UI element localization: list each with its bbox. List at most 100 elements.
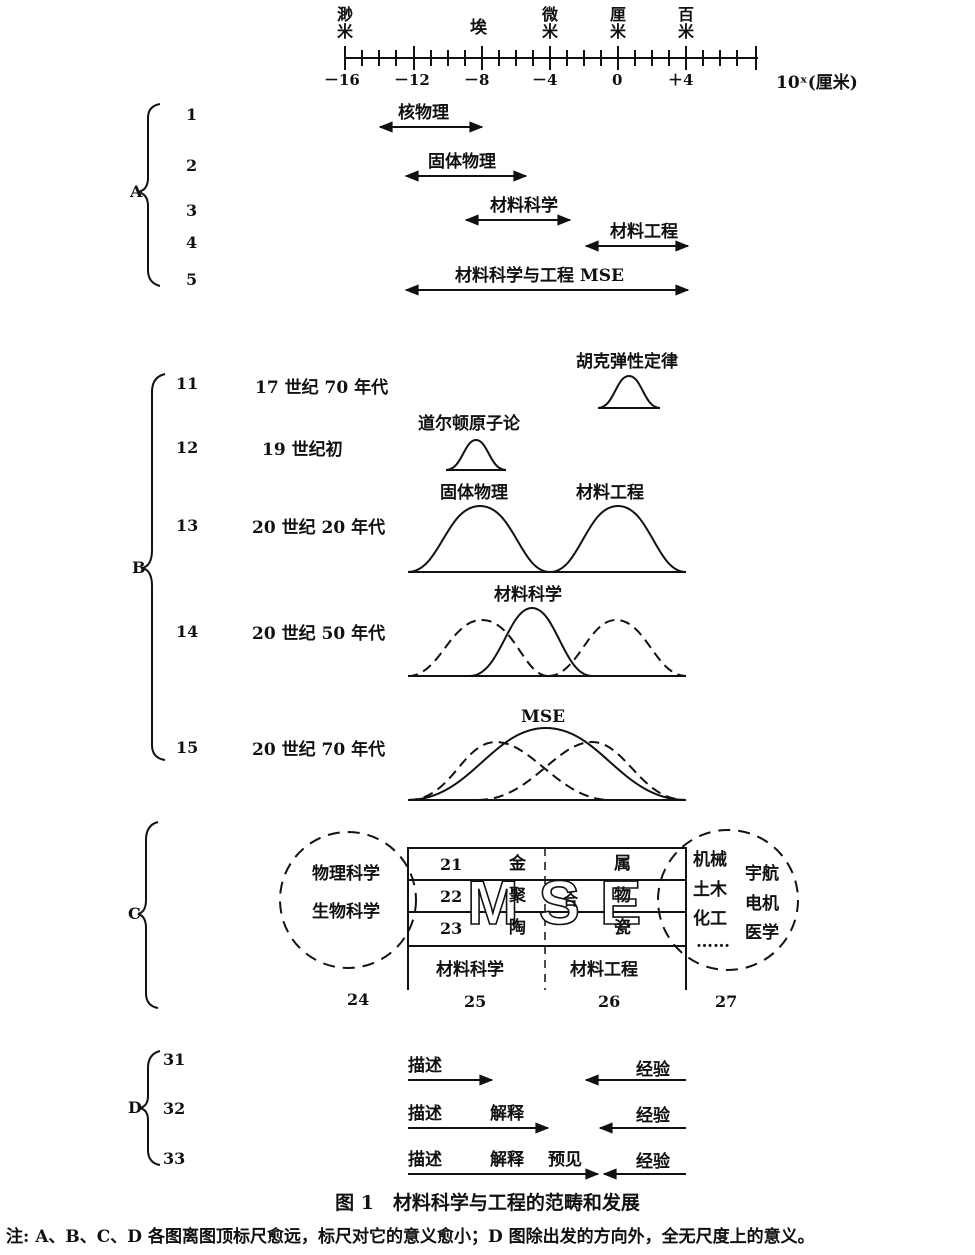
- col-num-26: 26: [598, 992, 621, 1011]
- brace-c: [137, 821, 159, 1009]
- prefix-hecto: 百米: [677, 5, 694, 41]
- tick-neg12: －12: [394, 71, 430, 89]
- brace-b: [141, 373, 166, 761]
- col-num-24: 24: [347, 990, 370, 1009]
- row-num-5: 5: [186, 270, 198, 289]
- figure-note: 注: A、B、C、D 各图离图顶标尺愈远，标尺对它的意义愈小；D 图除出发的方向…: [6, 1227, 815, 1247]
- tick-0: 0: [612, 71, 623, 89]
- circle-right: [657, 829, 799, 971]
- col-num-25: 25: [464, 992, 487, 1011]
- figure-caption: 图 1 材料科学与工程的范畴和发展: [335, 1192, 640, 1214]
- material-polymer-2: 物: [614, 886, 631, 906]
- curve-mse-1970s: [407, 726, 687, 801]
- era-1970s: 20 世纪 70 年代: [252, 740, 386, 760]
- row-num-12: 12: [176, 438, 199, 457]
- material-metal-1: 金: [509, 854, 526, 874]
- row-num-32: 32: [163, 1099, 186, 1118]
- label-materials-eng-1920s: 材料工程: [576, 483, 644, 503]
- mse-box: [407, 847, 687, 947]
- label-describe-31: 描述: [408, 1056, 442, 1076]
- section-c-label: C: [128, 904, 141, 923]
- material-ceramic-1: 陶: [509, 918, 526, 938]
- tick-neg16: －16: [324, 71, 360, 89]
- label-c-materials-science: 材料科学: [436, 960, 504, 980]
- tick-neg4: －4: [532, 71, 558, 89]
- tick-pos4: ＋4: [668, 71, 694, 89]
- material-metal-2: 属: [614, 854, 631, 874]
- era-1920s: 20 世纪 20 年代: [252, 518, 386, 538]
- label-experience-33: 经验: [636, 1152, 670, 1172]
- label-hooke-law: 胡克弹性定律: [576, 352, 678, 372]
- era-early-1800s: 19 世纪初: [262, 440, 343, 460]
- curve-solid-state-1970s: [407, 740, 611, 801]
- section-b-label: B: [132, 558, 146, 577]
- curve-materials-science-1950s: [469, 606, 593, 677]
- row-num-33: 33: [163, 1149, 186, 1168]
- curve-materials-eng-1920s: [549, 504, 687, 573]
- label-biological-science: 生物科学: [312, 902, 380, 922]
- field-chemical: 化工: [693, 909, 727, 929]
- label-describe-33: 描述: [408, 1150, 442, 1170]
- curve-hooke: [597, 374, 661, 409]
- prefix-angstrom: 埃: [470, 18, 487, 38]
- circle-left: [279, 831, 417, 969]
- scale-unit: 10ˣ(厘米): [776, 73, 858, 93]
- label-explain-32: 解释: [490, 1104, 524, 1124]
- label-predict-33: 预见: [548, 1150, 582, 1170]
- row-num-22: 22: [440, 887, 463, 906]
- era-1670s: 17 世纪 70 年代: [255, 378, 389, 398]
- material-composite: 合: [563, 891, 579, 909]
- field-ellipsis: ……: [696, 932, 730, 952]
- curve-dalton: [445, 438, 507, 471]
- row-num-3: 3: [186, 201, 198, 220]
- field-civil: 土木: [693, 880, 727, 900]
- row-num-15: 15: [176, 738, 199, 757]
- label-mse-1970s: MSE: [521, 707, 566, 727]
- row-num-11: 11: [176, 374, 199, 393]
- label-mse: 材料科学与工程 MSE: [455, 266, 624, 286]
- label-materials-science-1950s: 材料科学: [494, 585, 562, 605]
- field-electrical: 电机: [745, 894, 779, 914]
- label-experience-31: 经验: [636, 1060, 670, 1080]
- tick-neg8: －8: [464, 71, 490, 89]
- row-num-31: 31: [163, 1050, 186, 1069]
- label-dalton-atomic-theory: 道尔顿原子论: [418, 414, 520, 434]
- brace-a: [137, 103, 161, 287]
- curve-solid-state-1950s: [407, 618, 549, 677]
- prefix-centi: 厘米: [609, 5, 626, 41]
- label-describe-32: 描述: [408, 1104, 442, 1124]
- field-mechanical: 机械: [693, 850, 727, 870]
- material-polymer-1: 聚: [509, 886, 526, 906]
- row-num-4: 4: [186, 233, 198, 252]
- row-num-14: 14: [176, 622, 199, 641]
- material-ceramic-2: 瓷: [614, 918, 631, 938]
- era-1950s: 20 世纪 50 年代: [252, 624, 386, 644]
- prefix-atto: 渺米: [336, 5, 353, 41]
- label-experience-32: 经验: [636, 1106, 670, 1126]
- section-d-label: D: [128, 1098, 142, 1117]
- label-explain-33: 解释: [490, 1150, 524, 1170]
- label-physical-science: 物理科学: [312, 864, 380, 884]
- label-solid-state-1920s: 固体物理: [440, 483, 508, 503]
- row-num-13: 13: [176, 516, 199, 535]
- label-solid-state-physics: 固体物理: [428, 152, 496, 172]
- col-num-27: 27: [715, 992, 738, 1011]
- mse-outline-text: MSE: [467, 869, 661, 938]
- curve-materials-eng-1970s: [477, 740, 687, 801]
- label-nuclear-physics: 核物理: [398, 103, 449, 123]
- curve-materials-eng-1950s: [547, 618, 687, 677]
- scale-axis: [344, 46, 758, 70]
- brace-d: [139, 1050, 161, 1166]
- curve-solid-state-1920s: [407, 504, 551, 573]
- label-materials-science: 材料科学: [490, 196, 558, 216]
- label-materials-engineering: 材料工程: [610, 222, 678, 242]
- prefix-micro: 微米: [541, 5, 558, 41]
- label-c-materials-engineering: 材料工程: [570, 960, 638, 980]
- row-num-1: 1: [186, 105, 198, 124]
- section-a-label: A: [130, 182, 143, 201]
- row-num-2: 2: [186, 156, 198, 175]
- field-aerospace: 宇航: [745, 864, 779, 884]
- field-medical: 医学: [745, 923, 779, 943]
